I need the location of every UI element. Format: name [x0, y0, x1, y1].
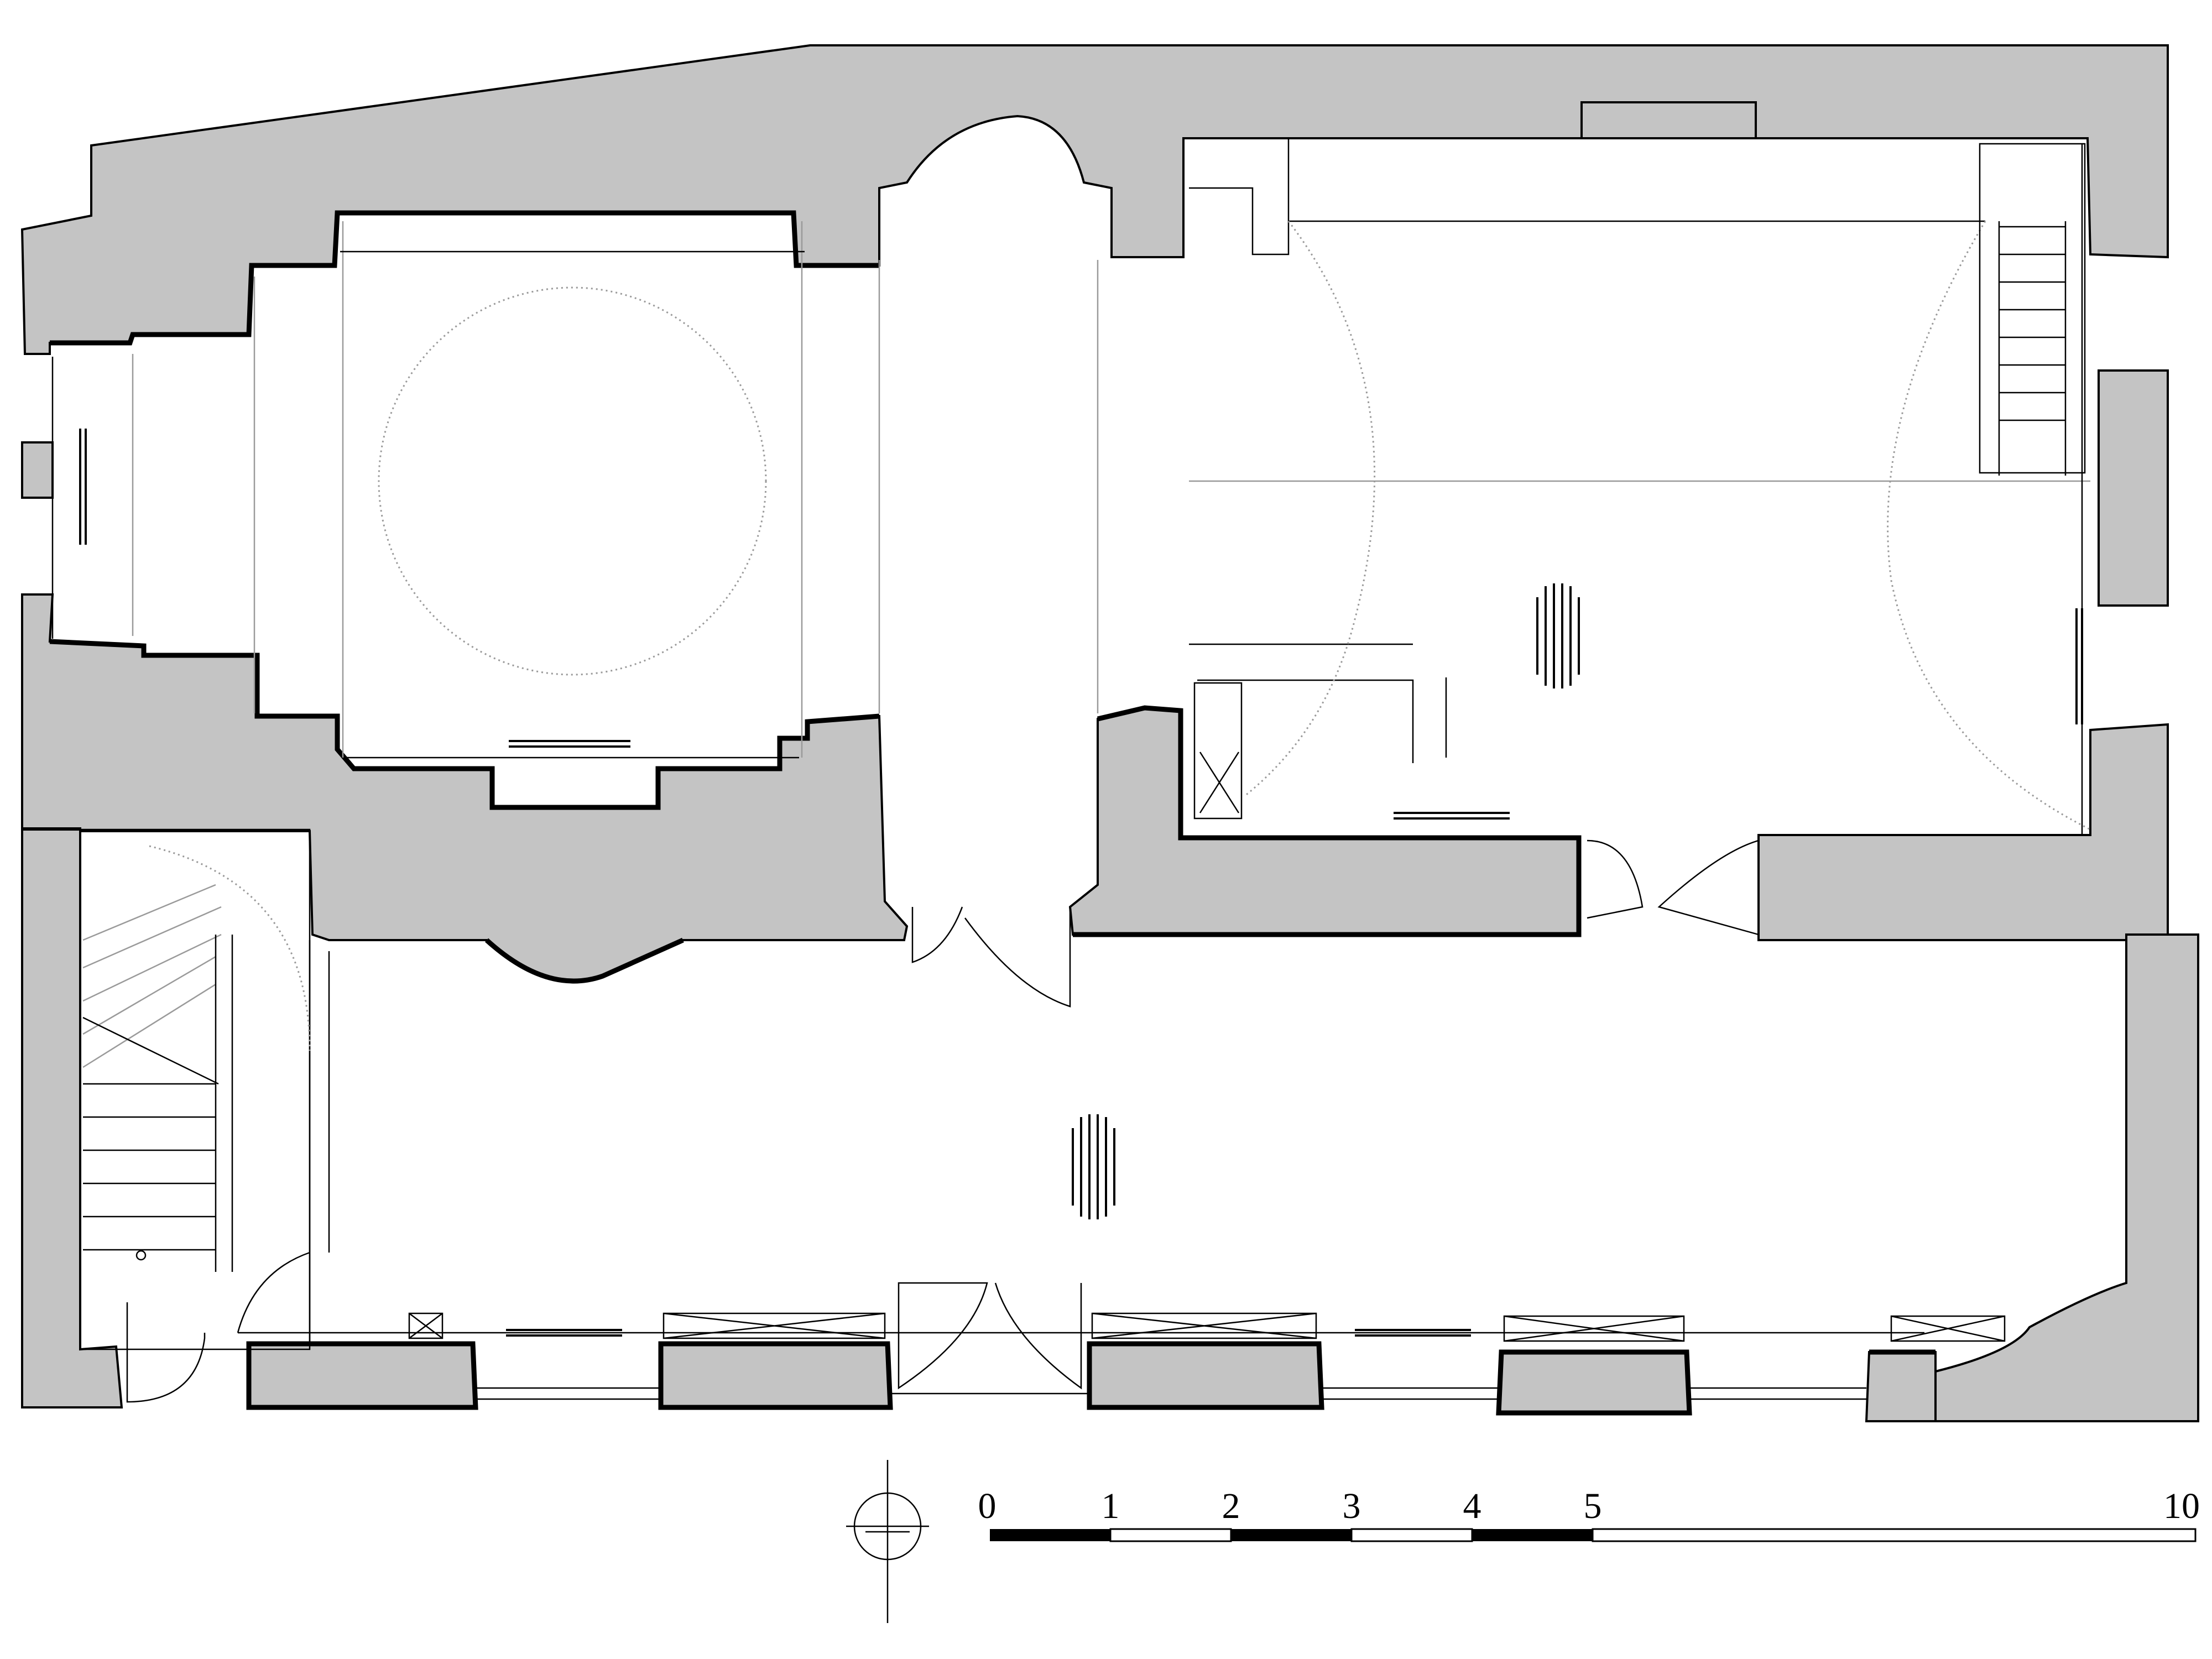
interior-lines — [51, 137, 2127, 1403]
scale-label-2: 2 — [1222, 1486, 1240, 1526]
south-pier-5 — [1865, 1351, 1937, 1422]
south-pier-1 — [248, 1343, 477, 1408]
south-pier-4 — [1497, 1351, 1691, 1414]
scale-segment-1-2 — [1109, 1528, 1232, 1542]
scale-segment-3-4 — [1350, 1528, 1473, 1542]
scale-bar: 0 1 2 3 4 5 10 — [978, 1486, 2200, 1542]
middle-wall-west — [21, 593, 909, 983]
hatch-marks — [79, 429, 2083, 1337]
north-niche — [1580, 101, 1757, 139]
scale-label-3: 3 — [1343, 1486, 1361, 1526]
middle-wall-far-east — [1757, 723, 2169, 941]
scale-label-4: 4 — [1463, 1486, 1481, 1526]
scale-label-1: 1 — [1102, 1486, 1120, 1526]
scale-segment-2-3 — [1231, 1529, 1352, 1541]
west-pier-small — [21, 441, 54, 499]
south-pier-3 — [1088, 1343, 1323, 1408]
west-stair — [79, 828, 311, 1350]
north-wall — [20, 44, 2169, 355]
scale-label-0: 0 — [978, 1486, 997, 1526]
scale-label-5: 5 — [1584, 1486, 1602, 1526]
heavy-outlines — [49, 210, 1936, 1416]
east-pier-upper — [2098, 369, 2169, 607]
middle-wall-east — [1068, 706, 1580, 936]
south-pier-2 — [660, 1343, 892, 1408]
east-stair — [1979, 143, 2086, 474]
scale-segment-0-1 — [990, 1529, 1110, 1541]
west-stair-wall — [21, 828, 123, 1408]
scale-segment-5-10 — [1592, 1528, 2197, 1542]
scale-label-10: 10 — [2163, 1486, 2200, 1526]
scale-segment-4-5 — [1472, 1529, 1593, 1541]
dome-circle — [378, 286, 767, 676]
north-arrow-icon — [846, 1460, 929, 1623]
east-wall-lower — [1934, 933, 2199, 1422]
